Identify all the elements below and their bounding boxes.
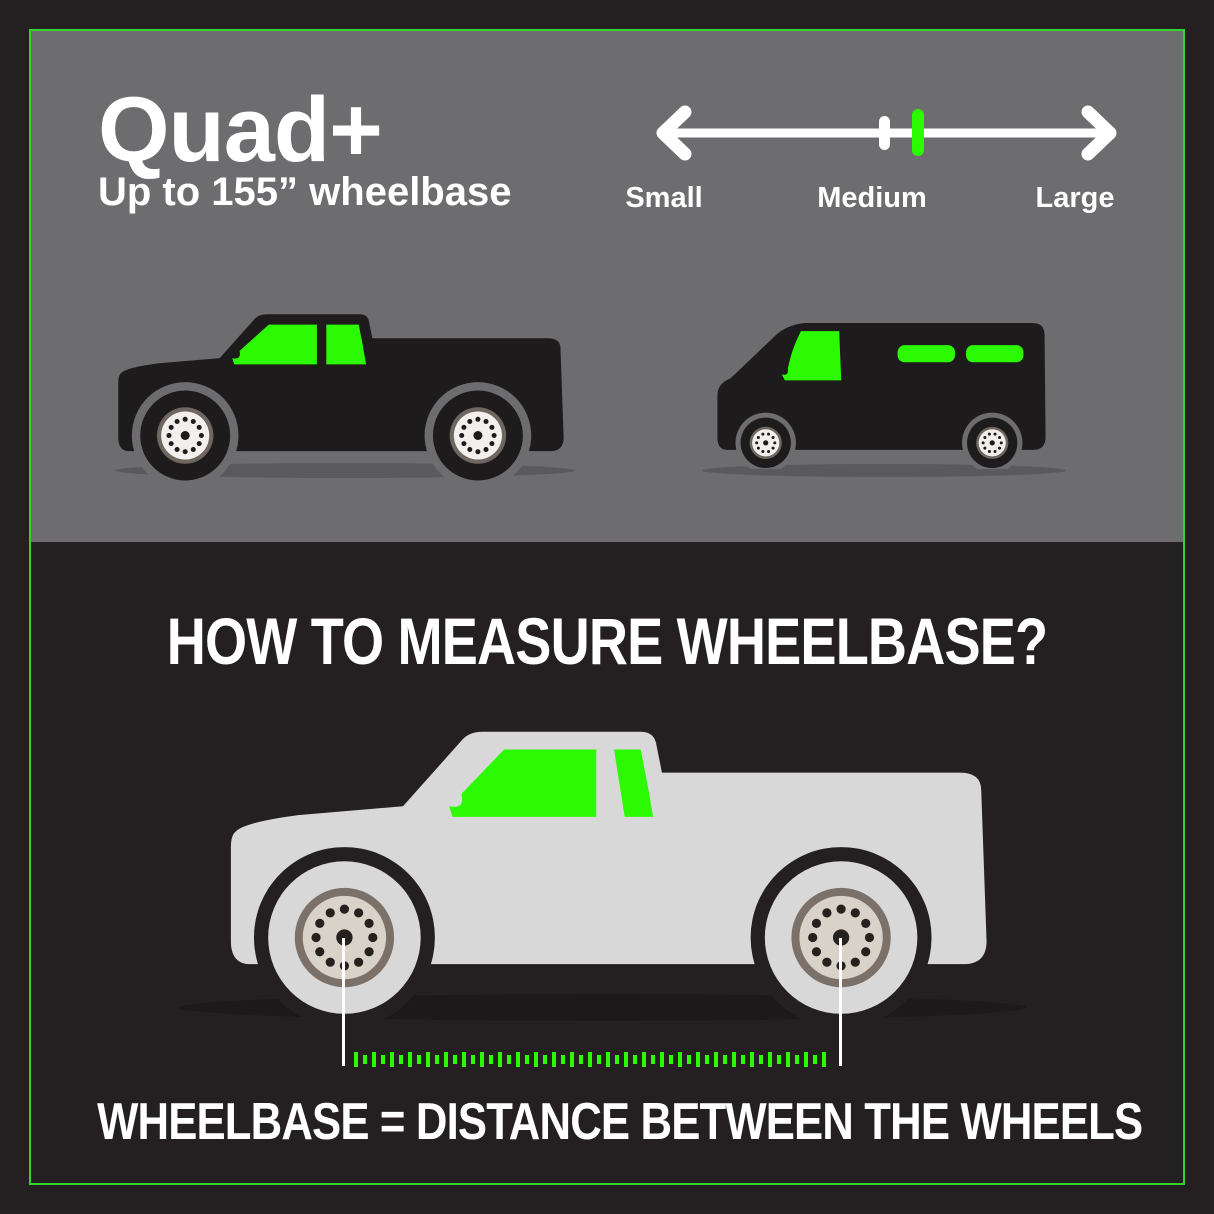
van-front-wheel [735, 412, 796, 469]
wheelbase-tick-line-short [363, 1055, 825, 1064]
van-rear-wheel [962, 412, 1023, 469]
scale-label-large: Large [1035, 182, 1115, 214]
scale-medium-tick [879, 116, 890, 150]
page-title: Quad+ [98, 79, 383, 181]
van-illustration [717, 323, 1046, 469]
subtitle: Up to 155” wheelbase [98, 170, 512, 214]
van-windshield-window [781, 331, 842, 381]
rear-wheel-center-line [839, 938, 842, 1066]
measured-rear-wheel [750, 847, 932, 1028]
left-arrowhead-icon [656, 105, 692, 161]
section-heading: HOW TO MEASURE WHEELBASE? [166, 604, 1048, 678]
front-window [449, 749, 597, 817]
measured-truck-illustration [230, 731, 987, 1028]
van-side-window-2 [966, 345, 1024, 363]
front-wheel [131, 382, 239, 489]
front-window [232, 324, 317, 365]
scale-label-medium: Medium [817, 182, 927, 214]
rear-wheel [424, 382, 532, 489]
rear-window [326, 324, 367, 365]
front-wheel-center-line [342, 938, 345, 1066]
right-arrowhead-icon [1081, 105, 1117, 161]
scale-label-small: Small [625, 182, 703, 214]
rear-window [614, 749, 654, 817]
size-scale [656, 105, 1117, 161]
van-side-window-1 [897, 345, 955, 363]
wheelbase-caption: WHEELBASE = DISTANCE BETWEEN THE WHEELS [97, 1093, 1143, 1151]
scale-selected-marker [912, 109, 924, 156]
van-body [717, 323, 1046, 450]
pickup-truck-illustration [118, 314, 564, 489]
measured-front-wheel [253, 847, 435, 1028]
